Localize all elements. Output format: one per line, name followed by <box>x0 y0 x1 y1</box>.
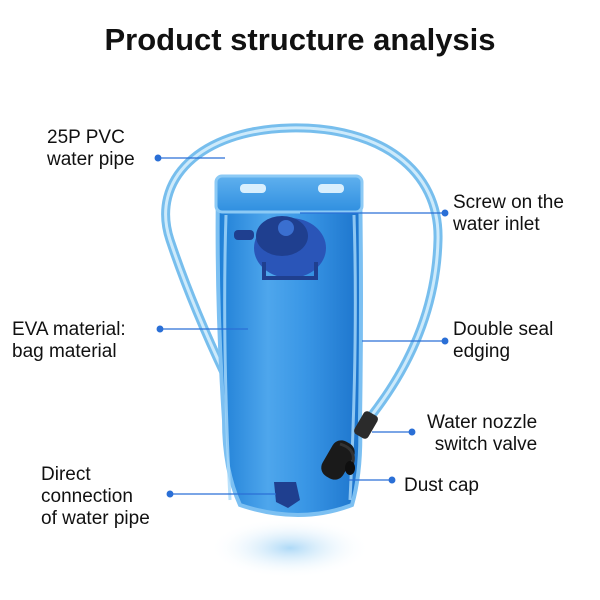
page-title: Product structure analysis <box>104 22 496 57</box>
bag-reflection <box>210 518 370 578</box>
eva-bag-body <box>215 178 363 517</box>
label-line: edging <box>453 341 511 362</box>
label-dust-cap: Dust cap <box>404 475 479 497</box>
hanger-slot-left <box>240 184 266 193</box>
label-direct-connection: Direct connection of water pipe <box>41 464 150 530</box>
bottom-connector <box>274 482 300 508</box>
label-line: Direct <box>41 464 91 485</box>
label-screw-inlet: Screw on the water inlet <box>453 192 564 236</box>
label-eva-material: EVA material: bag material <box>12 319 126 363</box>
bag-top-seal <box>214 174 364 214</box>
label-line: water pipe <box>47 149 135 170</box>
label-line: EVA material: <box>12 319 126 340</box>
label-line: connection <box>41 486 133 507</box>
label-line: switch valve <box>434 434 538 455</box>
screw-cap <box>234 216 326 280</box>
label-line: water inlet <box>453 214 540 235</box>
label-line: bag material <box>12 341 117 362</box>
label-line: Water nozzle <box>427 412 538 433</box>
nozzle-valve <box>321 411 378 480</box>
label-line: of water pipe <box>41 508 150 529</box>
label-pvc-pipe: 25P PVC water pipe <box>47 127 135 171</box>
hanger-slot-right <box>318 184 344 193</box>
label-line: Dust cap <box>404 475 479 496</box>
label-line: 25P PVC <box>47 127 125 148</box>
label-double-seal: Double seal edging <box>453 319 553 363</box>
label-line: Double seal <box>453 319 554 340</box>
leader-lines <box>154 154 449 498</box>
label-nozzle-valve: Water nozzle switch valve <box>427 412 537 456</box>
label-line: Screw on the <box>453 192 564 213</box>
